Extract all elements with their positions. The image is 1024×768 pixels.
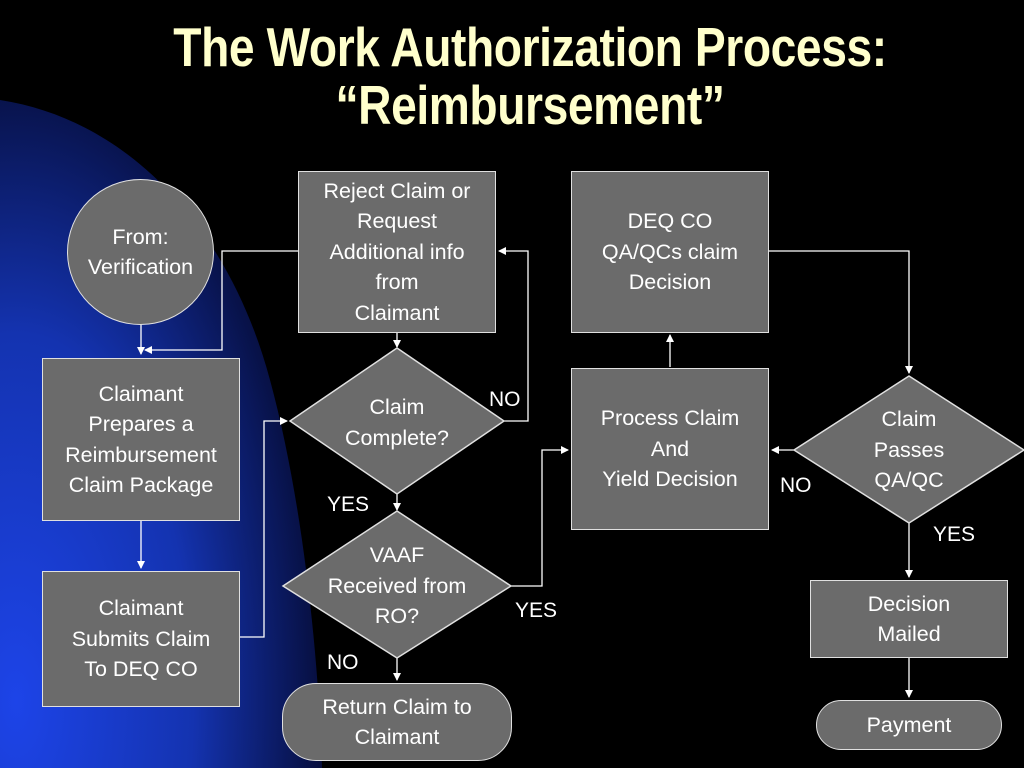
- vaaf-received-label: VAAF Received from RO?: [327, 543, 467, 628]
- page-title: The Work Authorization Process: “Reimbur…: [85, 18, 975, 134]
- decision-mailed-label: Decision Mailed: [867, 591, 951, 647]
- qa-no-label: NO: [780, 474, 812, 497]
- deq-qa-node: DEQ CO QA/QCs claim Decision: [571, 171, 769, 333]
- complete-yes-label: YES: [327, 493, 370, 516]
- payment-label: Payment: [866, 712, 952, 737]
- return-claim-node: Return Claim to Claimant: [282, 683, 512, 761]
- process-claim-label: Process Claim And Yield Decision: [600, 406, 740, 492]
- title-line-2: “Reimbursement”: [335, 74, 725, 136]
- qa-yes-label: YES: [933, 523, 976, 546]
- process-claim-node: Process Claim And Yield Decision: [571, 368, 769, 530]
- reject-claim-node: Reject Claim or Request Additional info …: [298, 171, 496, 333]
- decision-mailed-node: Decision Mailed: [810, 580, 1008, 658]
- vaaf-no-label: NO: [327, 651, 359, 674]
- return-claim-label: Return Claim to Claimant: [322, 694, 472, 750]
- payment-node: Payment: [816, 700, 1002, 750]
- reject-claim-label: Reject Claim or Request Additional info …: [323, 178, 471, 325]
- submit-claim-node: Claimant Submits Claim To DEQ CO: [42, 571, 240, 707]
- submit-claim-label: Claimant Submits Claim To DEQ CO: [71, 596, 211, 682]
- deq-qa-label: DEQ CO QA/QCs claim Decision: [601, 209, 739, 295]
- prepare-package-label: Claimant Prepares a Reimbursement Claim …: [65, 381, 217, 498]
- title-line-1: The Work Authorization Process:: [173, 16, 887, 78]
- claim-complete-label: Claim Complete?: [345, 395, 449, 450]
- from-verification-node: From: Verification: [67, 179, 214, 325]
- vaaf-yes-label: YES: [515, 599, 558, 622]
- prepare-package-node: Claimant Prepares a Reimbursement Claim …: [42, 358, 240, 521]
- complete-no-label: NO: [489, 388, 521, 411]
- from-verification-label: From: Verification: [87, 224, 194, 280]
- passes-qa-label: Claim Passes QA/QC: [873, 407, 945, 492]
